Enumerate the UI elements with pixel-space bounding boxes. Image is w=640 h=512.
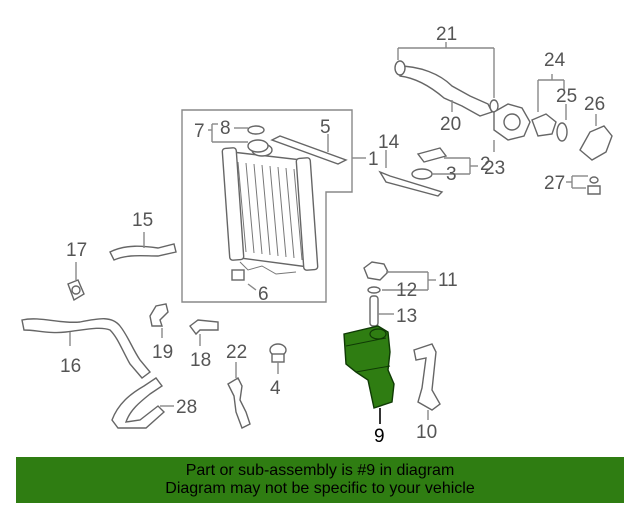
hose-19 (149, 303, 169, 327)
callout-7[interactable]: 7 (194, 121, 205, 142)
radiator-seal (270, 135, 348, 165)
callout-27[interactable]: 27 (544, 173, 565, 194)
callout-5[interactable]: 5 (320, 117, 331, 138)
hose-22 (227, 377, 251, 429)
callout-11[interactable]: 11 (438, 270, 458, 291)
callout-2[interactable]: 2 (480, 154, 491, 175)
callout-12[interactable]: 12 (396, 280, 417, 301)
callout-22[interactable]: 22 (226, 342, 247, 363)
thermostat-housing (493, 103, 613, 195)
callout-25[interactable]: 25 (556, 86, 577, 107)
hose-18 (189, 319, 219, 336)
callout-6[interactable]: 6 (258, 284, 269, 305)
callout-13[interactable]: 13 (396, 306, 417, 327)
callout-19[interactable]: 19 (152, 342, 173, 363)
overflow-pipe (378, 147, 448, 197)
hose-clamp-17 (67, 279, 85, 302)
callout-8[interactable]: 8 (220, 118, 231, 139)
callout-18[interactable]: 18 (190, 350, 211, 371)
callout-14[interactable]: 14 (378, 132, 400, 153)
coolant-reservoir-9 (343, 325, 395, 409)
callout-16[interactable]: 16 (60, 356, 81, 377)
callout-10[interactable]: 10 (416, 422, 437, 443)
hose-15 (109, 243, 177, 261)
callout-9[interactable]: 9 (374, 426, 385, 447)
reservoir-cap (363, 261, 389, 327)
info-banner: Part or sub-assembly is #9 in diagram Di… (16, 457, 624, 503)
callout-28[interactable]: 28 (176, 397, 197, 418)
callout-1[interactable]: 1 (368, 149, 379, 170)
callout-26[interactable]: 26 (584, 94, 605, 115)
callout-23[interactable]: 23 (484, 158, 505, 179)
callout-24[interactable]: 24 (544, 50, 566, 71)
radiator-core (221, 143, 319, 275)
drain-plug (231, 269, 245, 281)
hose-28 (111, 377, 166, 429)
water-pipe (394, 60, 499, 117)
banner-line-2: Diagram may not be specific to your vehi… (165, 480, 475, 497)
callout-17[interactable]: 17 (66, 240, 87, 261)
radiator-cap (247, 125, 269, 153)
lower-hose-16 (21, 318, 152, 379)
callout-4[interactable]: 4 (270, 378, 281, 399)
bracket-10 (413, 343, 441, 411)
callout-3[interactable]: 3 (446, 164, 457, 185)
banner-line-1: Part or sub-assembly is #9 in diagram (185, 462, 455, 479)
callout-20[interactable]: 20 (440, 114, 461, 135)
callout-15[interactable]: 15 (132, 210, 153, 231)
parts-diagram: 1 5 7 8 6 (21, 24, 613, 447)
radiator-assembly: 1 5 7 8 6 (181, 109, 379, 305)
grommet-4 (269, 343, 287, 363)
callout-21[interactable]: 21 (436, 24, 457, 45)
